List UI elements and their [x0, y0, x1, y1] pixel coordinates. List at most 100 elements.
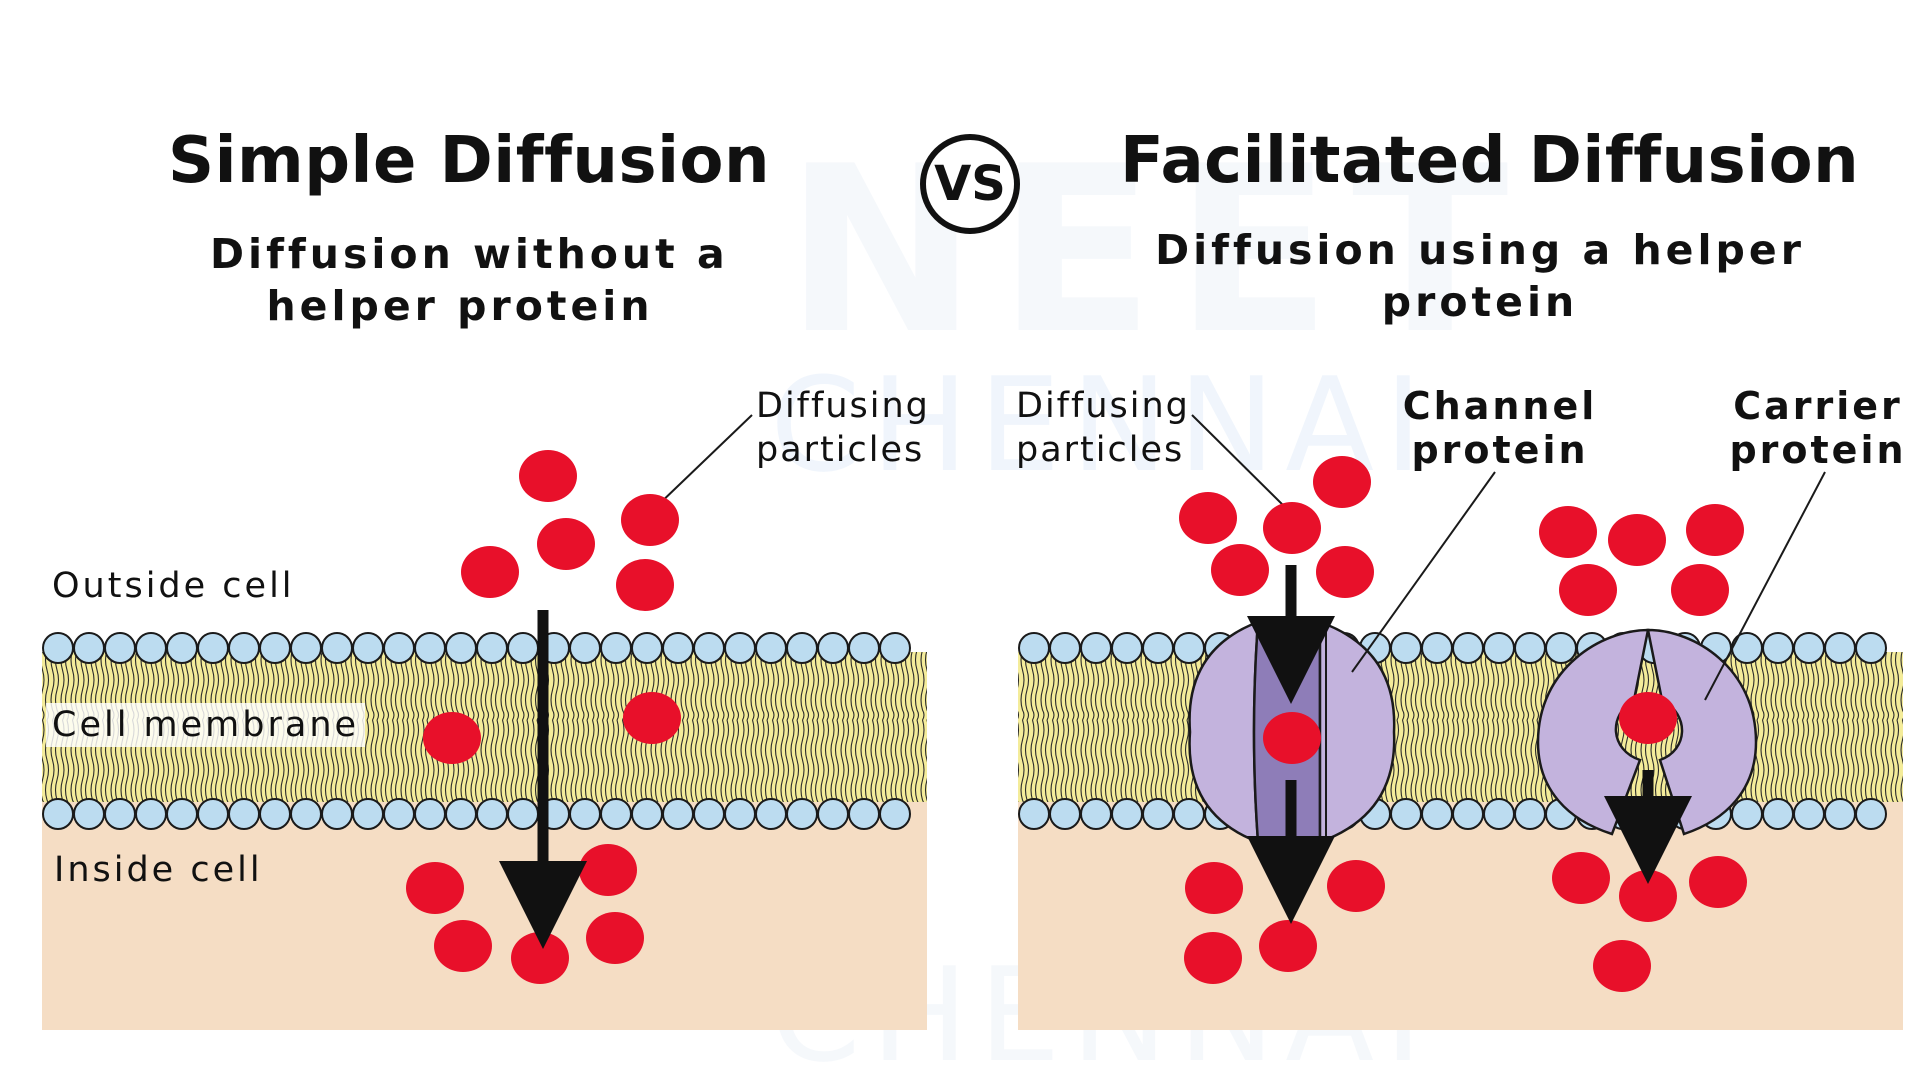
carrier-label-line2: protein — [1729, 428, 1907, 472]
phospholipid-head — [1111, 632, 1143, 664]
phospholipid-head — [724, 632, 756, 664]
diffusing-particle — [1671, 564, 1729, 616]
diffusing-particle — [1259, 920, 1317, 972]
phospholipid-head — [879, 632, 911, 664]
phospholipid-head — [259, 798, 291, 830]
phospholipid-head — [1545, 632, 1577, 664]
phospholipid-head — [73, 632, 105, 664]
carrier-protein-body-right — [1646, 628, 1758, 836]
simple-diffusion-title: Simple Diffusion — [168, 124, 771, 198]
left-particles-pointer — [654, 414, 753, 509]
phospholipid-head — [693, 632, 725, 664]
phospholipid-head — [1142, 798, 1174, 830]
phospholipid-head — [1390, 798, 1422, 830]
phospholipid-head — [1514, 798, 1546, 830]
phospholipid-head — [631, 798, 663, 830]
phospholipid-head — [569, 798, 601, 830]
diffusing-particle — [1619, 692, 1677, 744]
phospholipid-head — [1483, 798, 1515, 830]
cell-membrane-label: Cell membrane — [46, 703, 366, 747]
right-particles-label-line2: particles — [1016, 430, 1185, 470]
right-cytoplasm — [1018, 790, 1903, 1030]
diffusing-particle — [579, 844, 637, 896]
phospholipid-head — [1731, 632, 1763, 664]
phospholipid-head — [693, 798, 725, 830]
phospholipid-head — [848, 632, 880, 664]
left-panel — [42, 632, 927, 1030]
phospholipid-head — [383, 632, 415, 664]
phospholipid-head — [352, 798, 384, 830]
phospholipid-head — [817, 798, 849, 830]
phospholipid-head — [1452, 632, 1484, 664]
phospholipid-head — [507, 798, 539, 830]
facilitated-subtitle-line1: Diffusion using a helper — [1155, 226, 1805, 274]
phospholipid-head — [631, 632, 663, 664]
phospholipid-head — [569, 632, 601, 664]
phospholipid-head — [1142, 632, 1174, 664]
phospholipid-head — [42, 798, 74, 830]
facilitated-subtitle-line2: protein — [1381, 278, 1579, 326]
phospholipid-head — [1018, 632, 1050, 664]
phospholipid-head — [197, 632, 229, 664]
phospholipid-head — [259, 632, 291, 664]
left-heads-bottom — [42, 798, 911, 830]
phospholipid-head — [383, 798, 415, 830]
carrier-protein — [1536, 628, 1758, 836]
right-diffusing-particles-label: Diffusing particles — [1016, 384, 1190, 472]
phospholipid-head — [414, 632, 446, 664]
phospholipid-head — [600, 632, 632, 664]
facilitated-diffusion-title: Facilitated Diffusion — [1120, 124, 1860, 198]
pointer-lines — [654, 414, 1826, 701]
diffusing-particle — [623, 692, 681, 744]
phospholipid-head — [166, 798, 198, 830]
phospholipid-head — [476, 798, 508, 830]
left-cytoplasm — [42, 790, 927, 1030]
phospholipid-head — [1421, 798, 1453, 830]
diffusing-particle — [1263, 502, 1321, 554]
carrier-protein-label: Carrier protein — [1728, 384, 1908, 472]
phospholipid-head — [1111, 798, 1143, 830]
diffusing-particle — [1184, 932, 1242, 984]
diffusing-particle — [423, 712, 481, 764]
diffusing-particle — [1689, 856, 1747, 908]
phospholipid-head — [42, 632, 74, 664]
phospholipid-head — [228, 798, 260, 830]
phospholipid-head — [73, 798, 105, 830]
carrier-pointer — [1704, 471, 1826, 701]
phospholipid-head — [1514, 632, 1546, 664]
phospholipid-head — [228, 632, 260, 664]
diffusing-particle — [537, 518, 595, 570]
phospholipid-head — [197, 798, 229, 830]
phospholipid-head — [755, 798, 787, 830]
diffusing-particle — [511, 932, 569, 984]
diffusing-particle — [406, 862, 464, 914]
phospholipid-head — [1824, 632, 1856, 664]
diffusing-particle — [1313, 456, 1371, 508]
right-membrane-tails — [1018, 652, 1903, 802]
phospholipid-head — [1049, 798, 1081, 830]
watermark-text-top: NEET — [785, 118, 1529, 385]
diffusing-particle — [461, 546, 519, 598]
phospholipid-head — [1483, 632, 1515, 664]
channel-protein-label: Channel protein — [1400, 384, 1600, 472]
carrier-label-line1: Carrier — [1733, 384, 1903, 428]
phospholipid-head — [600, 798, 632, 830]
diffusing-particle — [1185, 862, 1243, 914]
diffusing-particle — [616, 559, 674, 611]
phospholipid-head — [166, 632, 198, 664]
phospholipid-head — [1793, 632, 1825, 664]
watermark-text-mid: CHENNAI — [770, 349, 1432, 501]
phospholipid-head — [786, 798, 818, 830]
phospholipid-head — [321, 632, 353, 664]
facilitated-diffusion-subtitle: Diffusion using a helper protein — [1140, 224, 1820, 328]
phospholipid-head — [507, 632, 539, 664]
phospholipid-head — [1731, 798, 1763, 830]
inside-cell-label: Inside cell — [54, 850, 263, 890]
right-particles-pointer — [1191, 414, 1291, 513]
phospholipid-head — [414, 798, 446, 830]
phospholipid-head — [1018, 798, 1050, 830]
simple-subtitle-line1: Diffusion without a — [210, 230, 729, 278]
phospholipid-head — [290, 632, 322, 664]
phospholipid-head — [1793, 798, 1825, 830]
simple-diffusion-subtitle: Diffusion without a helper protein — [210, 228, 729, 332]
